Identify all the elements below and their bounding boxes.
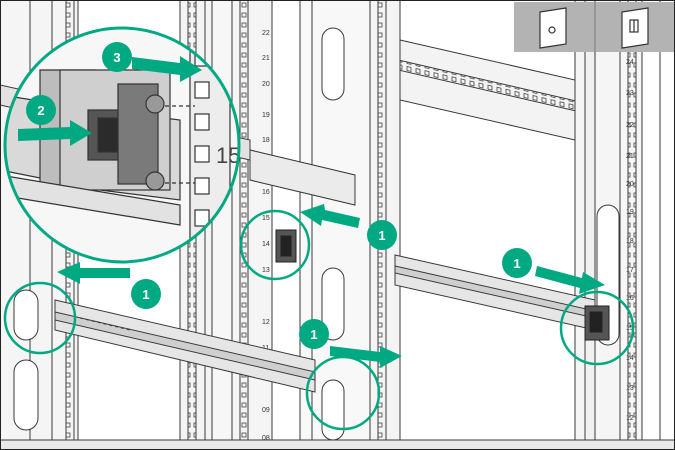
left-rack-label: 18 [262, 137, 270, 144]
right-rack-label: 24 [626, 59, 634, 66]
right-rack-label: 16 [626, 295, 634, 302]
callout-number: 1 [310, 327, 317, 342]
arrow-right-rail [535, 266, 605, 294]
left-rack-label: 19 [262, 112, 270, 119]
step-callout: 1 [367, 220, 397, 250]
callout-number: 2 [37, 103, 44, 118]
left-rack-label: 09 [262, 407, 270, 414]
left-rack-label: 14 [262, 241, 270, 248]
right-rack-label: 22 [626, 122, 634, 129]
right-rail [394, 254, 596, 331]
highlight-right-rail-front [559, 290, 635, 366]
left-rack-label: 21 [262, 55, 270, 62]
left-rack-label: 20 [262, 81, 270, 88]
step-callout: 1 [502, 248, 532, 278]
callout-number: 1 [378, 228, 385, 243]
door-latch-icon [621, 7, 649, 49]
callout-number: 1 [142, 287, 149, 302]
rear-bracket [275, 229, 297, 263]
arrow-left-rail-front [330, 346, 402, 368]
zoom-detail: 15 3 2 [3, 26, 241, 264]
step-arrows [57, 204, 605, 368]
right-rack-label: 18 [626, 238, 634, 245]
zoom-arrow-push [18, 120, 92, 146]
left-rack-label: 22 [262, 30, 270, 37]
right-rack-label: 19 [626, 209, 634, 216]
highlight-rear-bracket [239, 209, 311, 281]
right-rack-label: 14 [626, 355, 634, 362]
left-rack-label: 13 [262, 267, 270, 274]
arrow-rear-bracket [300, 204, 360, 228]
highlight-left-rail-rear [3, 281, 77, 355]
right-rack-label: 21 [626, 153, 634, 160]
zoom-callout: 2 [26, 95, 56, 125]
right-rack-label: 13 [626, 385, 634, 392]
door-icon-panel [514, 2, 674, 52]
callout-number: 1 [513, 256, 520, 271]
arrow-left-rear [57, 262, 130, 284]
right-rack-label: 15 [626, 325, 634, 332]
left-rail [54, 299, 316, 393]
left-rack-label: 12 [262, 319, 270, 326]
step-callouts: 1 1 1 1 [131, 220, 532, 349]
right-rack-label: 17 [626, 267, 634, 274]
left-rack-label: 08 [262, 435, 270, 442]
right-rack-labels: 24 23 22 21 20 19 18 17 16 15 14 13 12 [626, 59, 634, 422]
right-rack-label: 20 [626, 181, 634, 188]
door-keyhole-icon [539, 7, 567, 49]
right-rack-label: 23 [626, 90, 634, 97]
left-rack-label: 15 [262, 215, 270, 222]
step-callout: 1 [131, 279, 161, 309]
right-rack-label: 12 [626, 415, 634, 422]
step-callout: 1 [299, 319, 329, 349]
zoom-arrow-slide [132, 56, 202, 82]
callout-number: 3 [113, 50, 120, 65]
zoom-callout: 3 [102, 42, 132, 72]
right-bracket [584, 305, 610, 341]
left-rack-label: 16 [262, 189, 270, 196]
